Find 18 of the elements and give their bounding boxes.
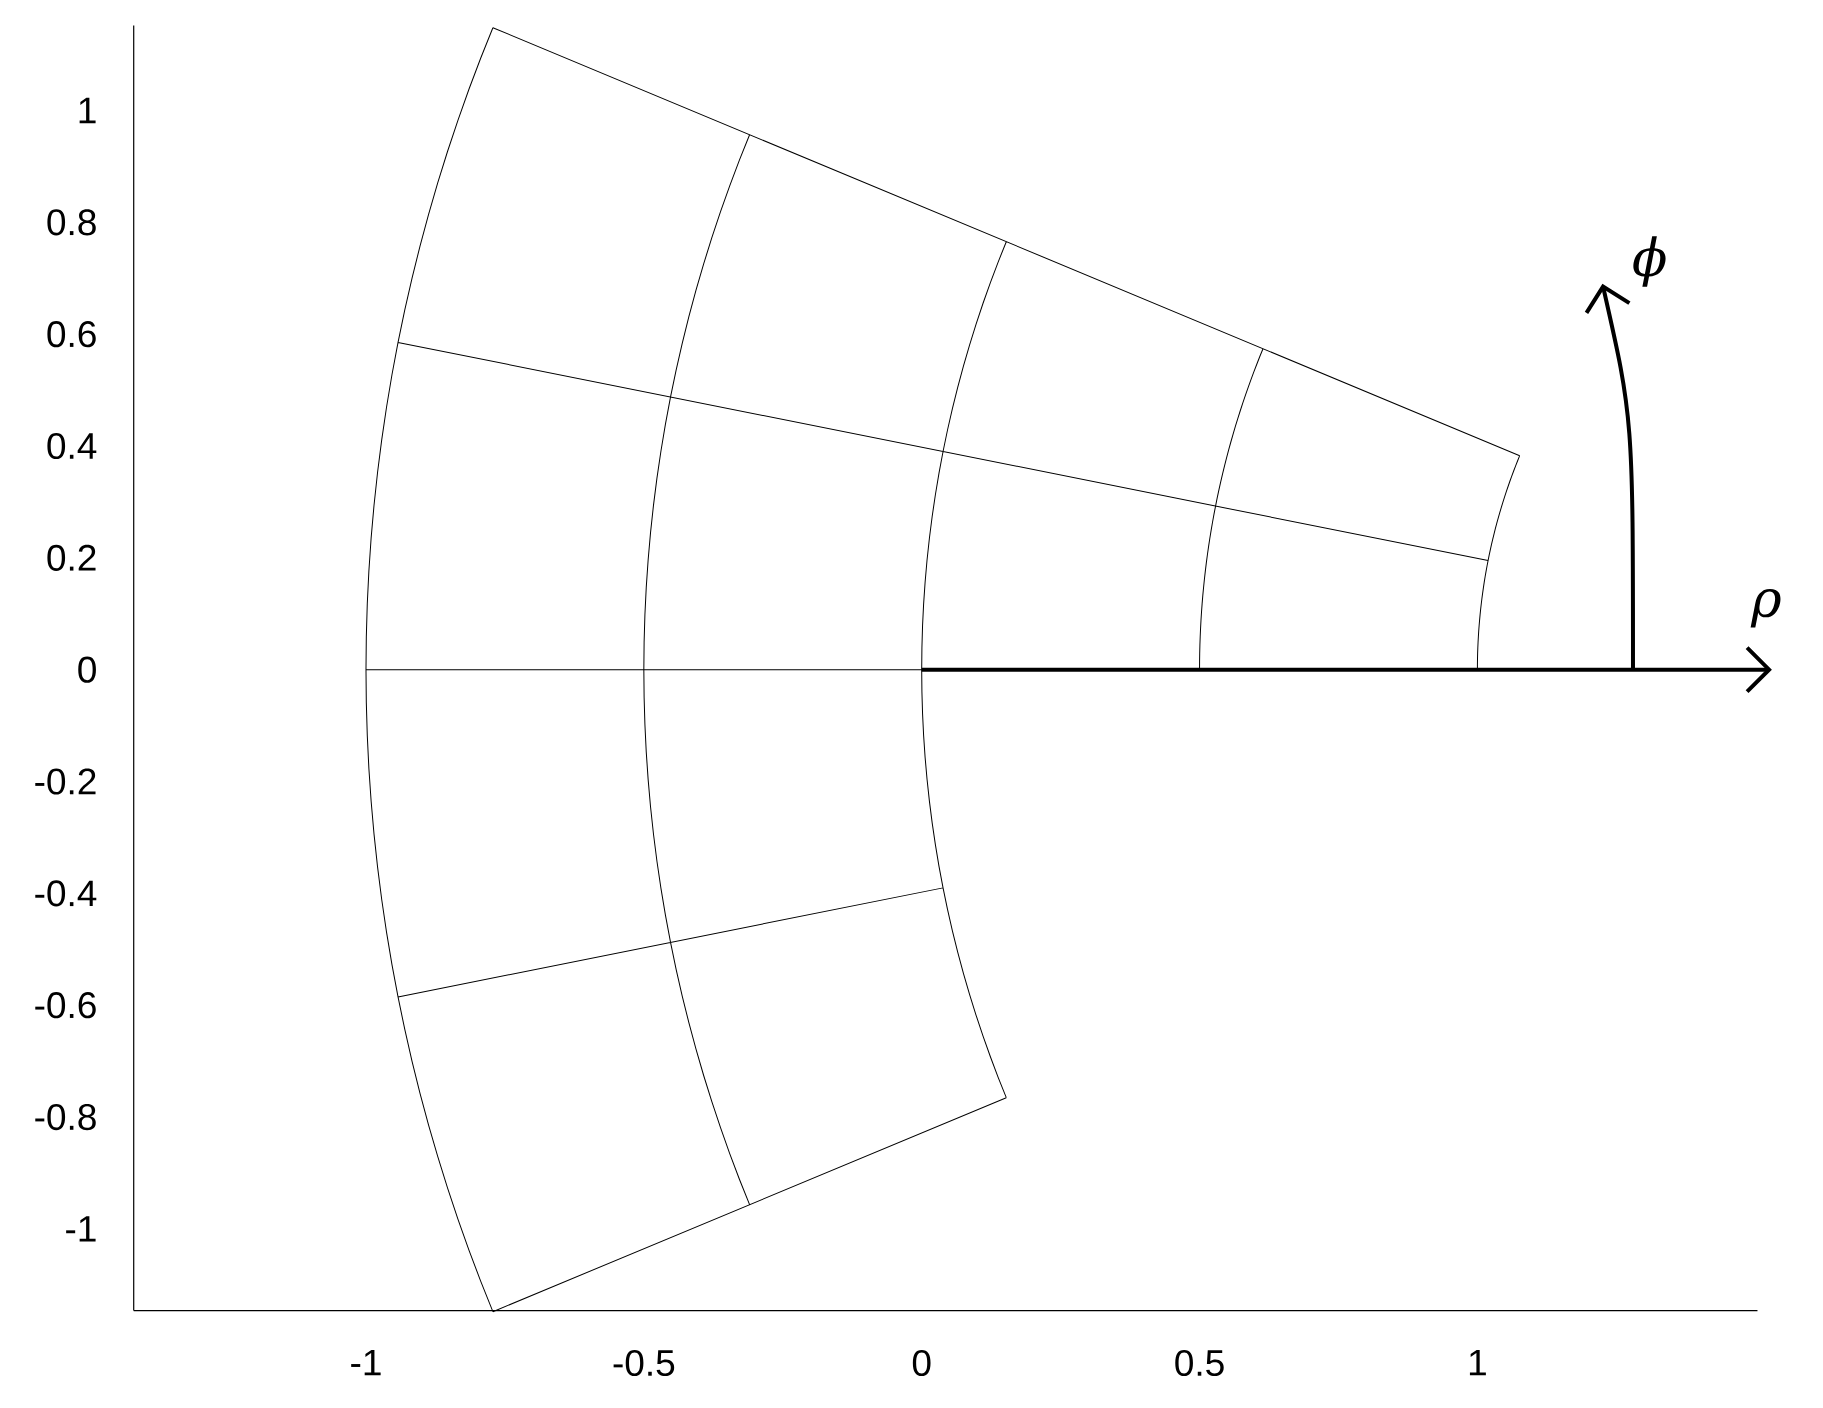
axis-symbol: ϕ — [1633, 236, 1666, 287]
tick-label: -0.6 — [35, 992, 96, 1019]
tick-label: -0.8 — [35, 1103, 96, 1131]
tick-label: -1 — [351, 1349, 381, 1376]
tick-label: 0 — [912, 1349, 931, 1377]
tick-label: 1 — [79, 97, 96, 124]
tick-label: 1 — [1469, 1349, 1486, 1376]
tick-label: 0.6 — [47, 321, 96, 348]
tick-label: 0 — [78, 656, 96, 683]
axis-symbol: ρ — [1750, 588, 1781, 628]
tick-label: -0.4 — [35, 880, 97, 907]
tick-label: -0.2 — [35, 768, 96, 795]
tick-label: -1 — [66, 1216, 96, 1242]
tick-label: 0.8 — [47, 209, 96, 236]
tick-label: -0.5 — [613, 1349, 675, 1377]
tick-label: 0.4 — [47, 432, 97, 460]
tick-label: 0.2 — [47, 544, 96, 571]
tick-label: 0.5 — [1175, 1349, 1224, 1377]
